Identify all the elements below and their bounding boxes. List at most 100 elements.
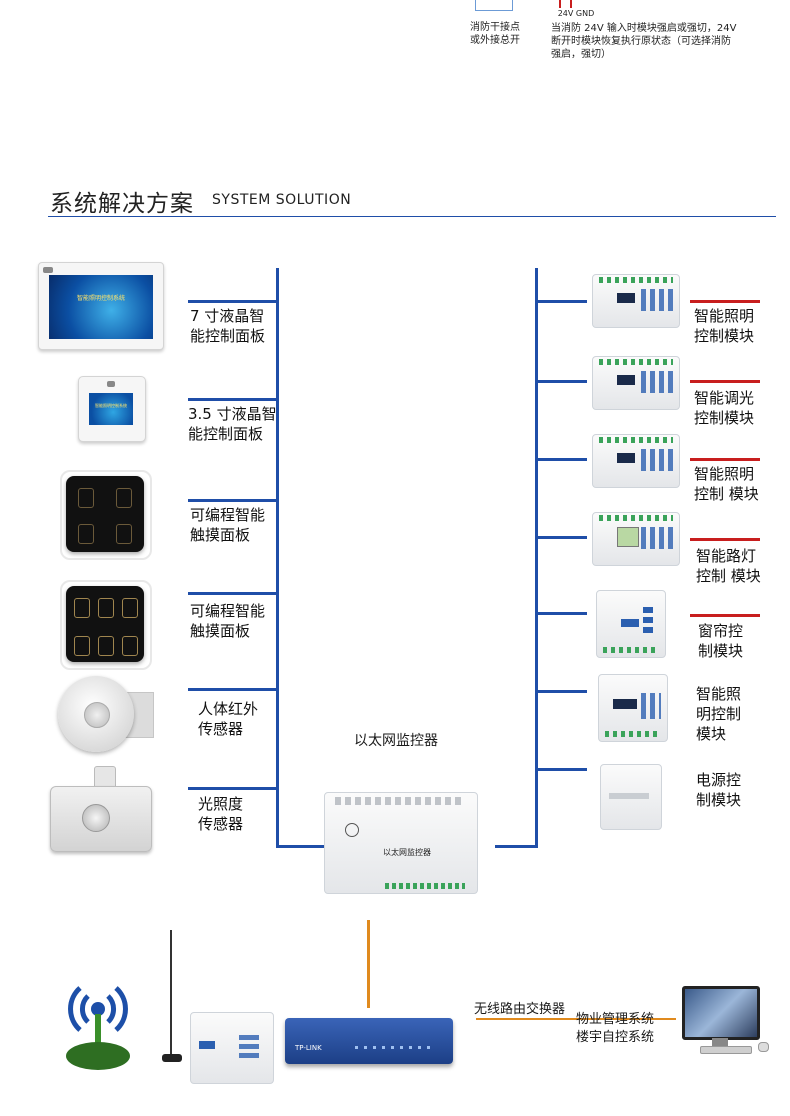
keyboard	[700, 1046, 752, 1054]
right-label-5-line2: 制模块	[698, 642, 744, 660]
monitor-screen	[682, 986, 760, 1040]
module-buttons	[239, 1035, 259, 1059]
top-fragment: 24V GND 消防干接点 或外接总开 当消防 24V 输入时模块强启或强切，2…	[455, 0, 785, 70]
right-label-2-line2: 控制模块	[694, 409, 755, 427]
terminal-mark-right	[570, 0, 572, 8]
bus-to-controller-right	[495, 845, 538, 848]
right-branch-4	[535, 536, 587, 539]
key-icon	[74, 636, 90, 656]
left-label-3: 可编程智能 触摸面板	[190, 505, 280, 545]
left-label-5-line1: 人体红外	[198, 700, 259, 718]
left-label-5-line2: 传感器	[198, 720, 244, 738]
module-terminals	[599, 437, 673, 443]
left-label-6-line1: 光照度	[198, 795, 244, 813]
fire-input-label-line2: 或外接总开	[470, 35, 520, 46]
left-label-3-line1: 可编程智能	[190, 506, 266, 524]
left-label-2-line2: 能控制面板	[188, 425, 264, 443]
left-branch-6	[188, 787, 278, 790]
controller-label: 以太网监控器	[354, 733, 438, 749]
ethernet-controller: 以太网监控器	[324, 792, 478, 894]
light-sensor	[50, 766, 154, 856]
left-label-3-line2: 触摸面板	[190, 526, 251, 544]
wireless-gateway-module	[190, 1012, 274, 1084]
key-icon	[98, 598, 114, 618]
switch-brand: TP-LINK	[295, 1044, 322, 1052]
fire-note-line2: 断开时模块恢复执行原状态（可选择消防	[551, 36, 731, 47]
left-label-2-line1: 3.5 寸液晶智	[188, 405, 277, 423]
wireless-signal-icon	[58, 968, 138, 1078]
module-lighting-1	[592, 274, 680, 328]
right-label-4-bar	[690, 538, 760, 541]
module-display	[617, 527, 639, 547]
fire-input-label-line1: 消防干接点	[470, 22, 520, 33]
right-label-6-line1: 智能照	[696, 685, 742, 703]
right-label-1-line2: 控制模块	[694, 327, 755, 345]
left-label-4: 可编程智能 触摸面板	[190, 601, 280, 641]
panel-7-inch: 智能照明控制系统	[38, 262, 164, 350]
terminal-labels: 24V GND	[557, 9, 595, 18]
right-label-2-bar	[690, 380, 760, 383]
controller-terminals-top	[335, 797, 465, 805]
module-terminals	[599, 359, 673, 365]
pir-sensor	[58, 676, 154, 756]
right-branch-1	[535, 300, 587, 303]
right-label-1-bar	[690, 300, 760, 303]
module-terminals	[599, 277, 673, 283]
monitor-stand	[712, 1038, 728, 1046]
touch-panel-6-key-face	[66, 586, 144, 662]
module-buttons	[641, 527, 673, 549]
right-branch-2	[535, 380, 587, 383]
module-buttons	[641, 289, 673, 311]
panel-7-inch-logo	[43, 267, 53, 273]
right-label-6-line3: 模块	[696, 725, 727, 743]
key-icon	[122, 598, 138, 618]
right-label-6: 智能照 明控制 模块	[696, 684, 766, 744]
module-label-plate	[609, 793, 649, 799]
left-label-6-line2: 传感器	[198, 815, 244, 833]
module-buttons	[641, 371, 673, 393]
antenna-base	[162, 1054, 182, 1062]
right-label-5-bar	[690, 614, 760, 617]
right-branch-6	[535, 690, 587, 693]
controller-logo	[345, 823, 359, 837]
right-label-1: 智能照明 控制模块	[694, 306, 774, 346]
module-terminals	[605, 731, 661, 737]
right-label-3-line1: 智能照明	[694, 465, 755, 483]
left-label-4-line1: 可编程智能	[190, 602, 266, 620]
module-buttons	[643, 607, 653, 637]
left-label-5: 人体红外 传感器	[198, 699, 278, 739]
left-label-1: 7 寸液晶智 能控制面板	[190, 306, 280, 346]
section-title-underline	[48, 216, 776, 217]
orange-line-controller-to-switch	[367, 920, 370, 1008]
module-terminals	[603, 647, 659, 653]
right-label-4-line2: 控制 模块	[696, 567, 761, 585]
left-label-1-line2: 能控制面板	[190, 327, 266, 345]
module-display	[613, 699, 637, 709]
right-label-7-line1: 电源控	[696, 771, 742, 789]
right-label-3-bar	[690, 458, 760, 461]
right-label-4: 智能路灯 控制 模块	[696, 546, 776, 586]
right-label-2-line1: 智能调光	[694, 389, 755, 407]
network-switch: TP-LINK	[285, 1018, 453, 1064]
left-label-2: 3.5 寸液晶智 能控制面板	[188, 404, 284, 444]
right-label-7: 电源控 制模块	[696, 770, 766, 810]
module-terminals	[599, 515, 673, 521]
module-display	[617, 453, 635, 463]
antenna-rod	[170, 930, 172, 1058]
left-branch-2	[188, 398, 278, 401]
right-branch-7	[535, 768, 587, 771]
left-label-4-line2: 触摸面板	[190, 622, 251, 640]
left-branch-1	[188, 300, 278, 303]
fire-note-line1: 当消防 24V 输入时模块强启或强切，24V	[551, 23, 737, 34]
terminal-mark-left	[559, 0, 561, 8]
left-branch-3	[188, 499, 278, 502]
module-buttons	[641, 449, 673, 471]
module-display	[617, 293, 635, 303]
router-label: 无线路由交换器	[474, 1002, 566, 1017]
right-branch-3	[535, 458, 587, 461]
module-lighting-2	[592, 434, 680, 488]
building-system-label: 楼宇自控系统	[576, 1030, 655, 1045]
key-icon	[122, 636, 138, 656]
key-icon	[78, 524, 94, 544]
left-label-6: 光照度 传感器	[198, 794, 278, 834]
